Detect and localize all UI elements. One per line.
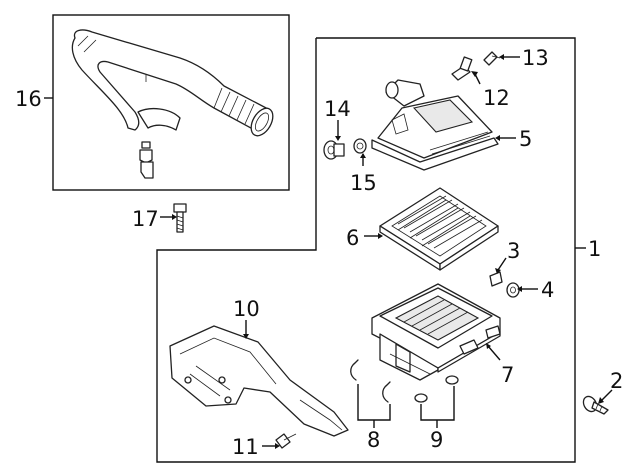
callout-3: 3 bbox=[507, 239, 520, 263]
leader-2 bbox=[601, 389, 613, 401]
arrow-4 bbox=[517, 286, 522, 292]
arrow-10 bbox=[243, 334, 249, 339]
callout-15: 15 bbox=[350, 171, 377, 195]
duct-icon bbox=[169, 325, 349, 437]
grommet-3-icon bbox=[489, 271, 503, 287]
leader-3 bbox=[497, 257, 507, 271]
arrow-14 bbox=[335, 136, 341, 141]
inset-frame-16 bbox=[52, 14, 290, 191]
outlet-tube-icon bbox=[71, 29, 274, 179]
callout-8: 8 bbox=[367, 428, 380, 452]
upper-cover-icon bbox=[371, 79, 499, 171]
insulator-icon bbox=[414, 375, 459, 403]
leader-9 bbox=[420, 386, 455, 421]
arrow-5 bbox=[495, 135, 500, 141]
clip-icon bbox=[350, 359, 391, 403]
callout-12: 12 bbox=[483, 86, 510, 110]
callout-4: 4 bbox=[541, 278, 554, 302]
callout-14: 14 bbox=[324, 97, 351, 121]
callout-5: 5 bbox=[519, 127, 532, 151]
grommet-14-icon bbox=[323, 140, 345, 160]
callout-2: 2 bbox=[610, 369, 623, 393]
grommet-4-icon bbox=[506, 282, 520, 298]
arrow-13 bbox=[499, 54, 504, 60]
callout-11: 11 bbox=[232, 435, 259, 459]
filter-icon bbox=[379, 187, 499, 271]
arrow-3 bbox=[495, 268, 501, 274]
sensor-icon bbox=[451, 56, 473, 81]
arrow-15 bbox=[360, 153, 366, 158]
arrow-2 bbox=[598, 397, 604, 404]
bolt-17-icon bbox=[173, 203, 187, 233]
bolt-2-icon bbox=[582, 395, 609, 415]
nut-15-icon bbox=[353, 138, 367, 154]
callout-10: 10 bbox=[233, 297, 260, 321]
callout-13: 13 bbox=[522, 46, 549, 70]
callout-17: 17 bbox=[132, 207, 159, 231]
callout-6: 6 bbox=[346, 226, 359, 250]
arrow-6 bbox=[378, 233, 383, 239]
leader-12 bbox=[474, 73, 481, 85]
arrow-11 bbox=[275, 443, 280, 449]
housing-icon bbox=[371, 283, 501, 381]
arrow-17 bbox=[172, 214, 177, 220]
callout-7: 7 bbox=[501, 363, 514, 387]
bolt-11-icon bbox=[275, 433, 297, 449]
callout-1: 1 bbox=[588, 237, 601, 261]
assembly-frame bbox=[156, 37, 576, 463]
callout-16: 16 bbox=[15, 87, 42, 111]
callout-9: 9 bbox=[430, 428, 443, 452]
leader-7 bbox=[487, 345, 501, 361]
screw-icon bbox=[483, 51, 501, 66]
arrow-12 bbox=[471, 71, 478, 77]
arrow-7 bbox=[486, 343, 491, 349]
